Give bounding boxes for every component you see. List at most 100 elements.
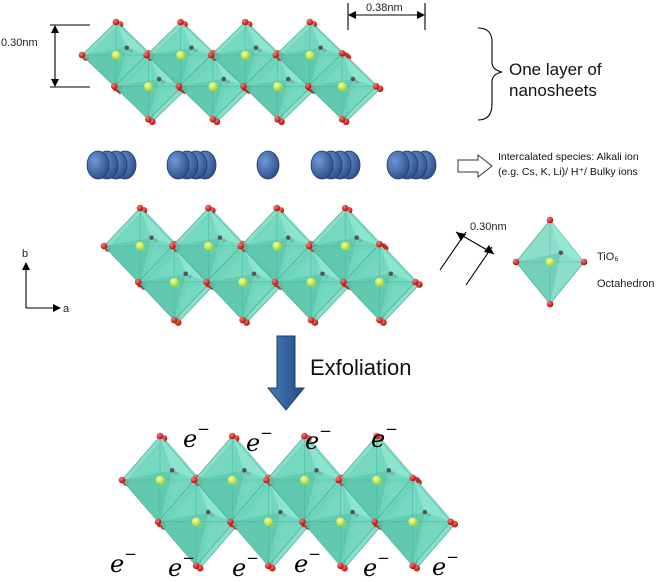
layer-label-line2: nanosheets	[509, 81, 597, 100]
octahedron-unit	[207, 18, 283, 92]
octahedron-face	[550, 220, 584, 262]
oxygen-atom-back	[558, 250, 564, 256]
titanium-atom	[340, 241, 350, 251]
width-measure-label: 0.38nm	[366, 2, 403, 14]
axis-arrowhead	[22, 262, 30, 270]
oxygen-atom-back	[156, 76, 162, 82]
tio6-label: TiO₆	[597, 251, 619, 263]
layer-label-line1: One layer of	[509, 60, 602, 79]
oxygen-atom	[580, 258, 588, 266]
oxygen-atom	[78, 51, 86, 59]
octahedron-face	[276, 208, 313, 246]
octahedron-face	[313, 24, 348, 58]
annotations	[22, 3, 503, 411]
intercalated-label-line2: (e.g. Cs, K, Li)/ H⁺/ Bulky ions	[498, 166, 638, 178]
octahedron-face	[416, 480, 455, 525]
electron-label: e−	[363, 549, 390, 582]
oxygen-atom-back	[350, 76, 356, 82]
titanium-atom	[545, 257, 555, 267]
layer-brace	[477, 27, 503, 121]
oxygen-atom	[338, 50, 346, 57]
oxygen-atom	[376, 240, 383, 248]
oxygen-atom	[263, 476, 270, 484]
dimension-arrowhead	[484, 245, 494, 254]
dimension-arrowhead	[456, 232, 466, 241]
oxygen-atom	[274, 116, 281, 123]
oxygen-atom	[227, 518, 234, 526]
octahedron-face	[379, 244, 416, 283]
oxygen-atom-back	[189, 45, 194, 51]
titanium-atom	[336, 517, 345, 527]
oxygen-atom	[371, 518, 379, 526]
octahedron-face	[280, 210, 317, 249]
titanium-atom	[111, 50, 121, 60]
oxygen-atom	[175, 83, 183, 90]
oxygen-atom	[203, 278, 210, 286]
axis-a-label: a	[63, 303, 70, 315]
octahedron-unit	[304, 50, 380, 123]
octahedron-unit	[169, 204, 248, 288]
oxygen-atom	[239, 316, 246, 324]
octahedron-face	[380, 438, 419, 483]
titanium-atom	[375, 277, 384, 287]
alkali-ion	[310, 150, 334, 180]
oxygen-atom	[205, 204, 212, 212]
titanium-atom	[272, 241, 282, 251]
oxygen-atom	[207, 51, 215, 59]
oxygen-atom	[409, 562, 417, 570]
oxygen-atom	[372, 83, 380, 90]
oxygen-atom	[304, 83, 312, 90]
oxygen-atom	[307, 316, 315, 324]
octahedron-face	[160, 436, 198, 480]
octahedron-face	[383, 246, 420, 285]
oxygen-atom-back	[149, 235, 154, 240]
electron-label: e−	[183, 420, 210, 453]
oxygen-atom-back	[318, 45, 323, 51]
octahedron-face	[140, 208, 176, 246]
axis-b-label: b	[22, 248, 29, 260]
octahedron-face	[144, 210, 180, 249]
titanium-atom	[227, 475, 237, 485]
octahedron-unit	[371, 474, 455, 570]
titanium-atom	[372, 475, 381, 485]
oxygen-atom-back	[251, 271, 257, 277]
octahedron-face	[120, 24, 154, 58]
oxygen-atom	[301, 432, 308, 440]
octahedron-unit	[340, 240, 419, 324]
octahedron-face	[180, 22, 215, 55]
oxygen-atom	[112, 18, 120, 26]
titanium-atom	[191, 517, 201, 527]
titanium-atom	[155, 475, 165, 485]
oxygen-atom	[154, 518, 162, 526]
oxygen-atom	[118, 476, 126, 484]
intercalated-label-line1: Intercalated species: Alkali ion	[498, 151, 639, 163]
exfoliated-nanosheet	[118, 432, 459, 572]
titanium-atom	[263, 517, 273, 527]
oxygen-atom	[376, 316, 383, 324]
alkali-ion	[386, 150, 410, 180]
oxygen-atom	[546, 300, 554, 308]
oxygen-atom-back	[388, 271, 394, 277]
electron-label: e−	[246, 424, 273, 457]
oxygen-atom-back	[169, 468, 175, 473]
electron-label: e−	[232, 549, 259, 582]
titanium-atom	[204, 241, 213, 251]
oxygen-atom	[170, 316, 178, 324]
titanium-atom	[143, 81, 153, 91]
alkali-ion	[166, 150, 190, 180]
oxygen-atom	[265, 562, 272, 570]
octahedron-face	[245, 22, 280, 55]
octahedron-face	[349, 210, 386, 249]
oxygen-atom	[341, 204, 349, 212]
axis-arrowhead	[53, 304, 61, 312]
oxygen-atom-back	[183, 271, 189, 277]
oxygen-atom	[373, 432, 380, 440]
dimension-arrowhead	[348, 11, 356, 19]
oxygen-atom	[136, 204, 144, 212]
oxygen-atom	[177, 18, 184, 26]
titanium-atom	[208, 81, 218, 91]
titanium-atom	[240, 50, 250, 60]
octahedron-face	[208, 208, 245, 246]
oxygen-atom	[546, 216, 554, 224]
oxygen-atom	[134, 278, 142, 286]
